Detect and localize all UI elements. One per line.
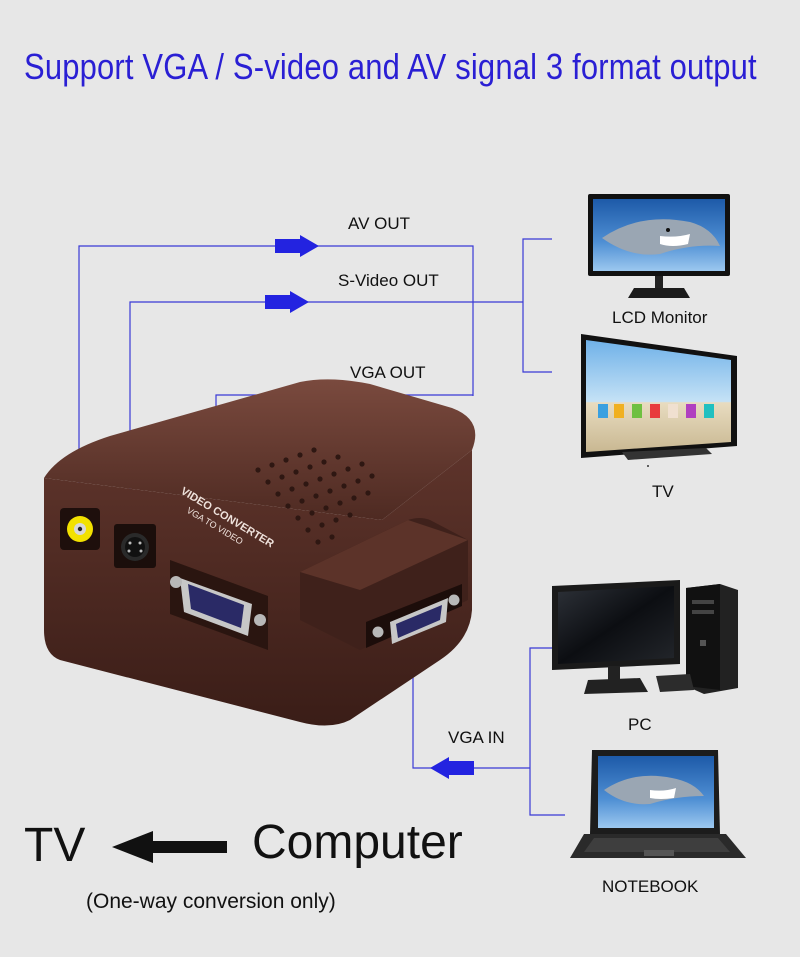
- lcd-monitor-label: LCD Monitor: [612, 308, 708, 327]
- vga-in-arrow: [430, 757, 474, 779]
- svideo-out-label: S-Video OUT: [338, 271, 439, 290]
- vga-in-port: [366, 584, 462, 648]
- av-out-arrow: [275, 235, 319, 257]
- tv-image: [581, 334, 737, 467]
- pc-label: PC: [628, 715, 652, 734]
- tv-label: TV: [652, 482, 674, 501]
- speaker-grille: [255, 447, 375, 545]
- vga-converter-device: VIDEO CONVERTER VGA TO VIDEO: [44, 379, 476, 726]
- av-out-label: AV OUT: [348, 214, 411, 233]
- notebook-image: [570, 750, 746, 858]
- vga-in-line: [412, 640, 530, 769]
- beach-chairs: [598, 404, 714, 418]
- notebook-label: NOTEBOOK: [602, 877, 699, 896]
- vga-out-port: [170, 560, 268, 650]
- vga-out-label: VGA OUT: [350, 363, 426, 382]
- source-bracket: [529, 647, 565, 816]
- footer-target: TV: [24, 819, 86, 872]
- footer-arrow: [112, 831, 227, 863]
- vga-in-label: VGA IN: [448, 728, 505, 747]
- svideo-out-arrow: [265, 291, 309, 313]
- svideo-port: [114, 524, 156, 568]
- pc-image: [552, 580, 738, 694]
- lcd-monitor-image: [588, 194, 730, 298]
- page-title: Support VGA / S-video and AV signal 3 fo…: [24, 46, 757, 87]
- av-port: [60, 508, 100, 550]
- footer-source: Computer: [252, 816, 463, 869]
- display-bracket: [522, 238, 552, 373]
- footer-note: (One-way conversion only): [86, 890, 336, 913]
